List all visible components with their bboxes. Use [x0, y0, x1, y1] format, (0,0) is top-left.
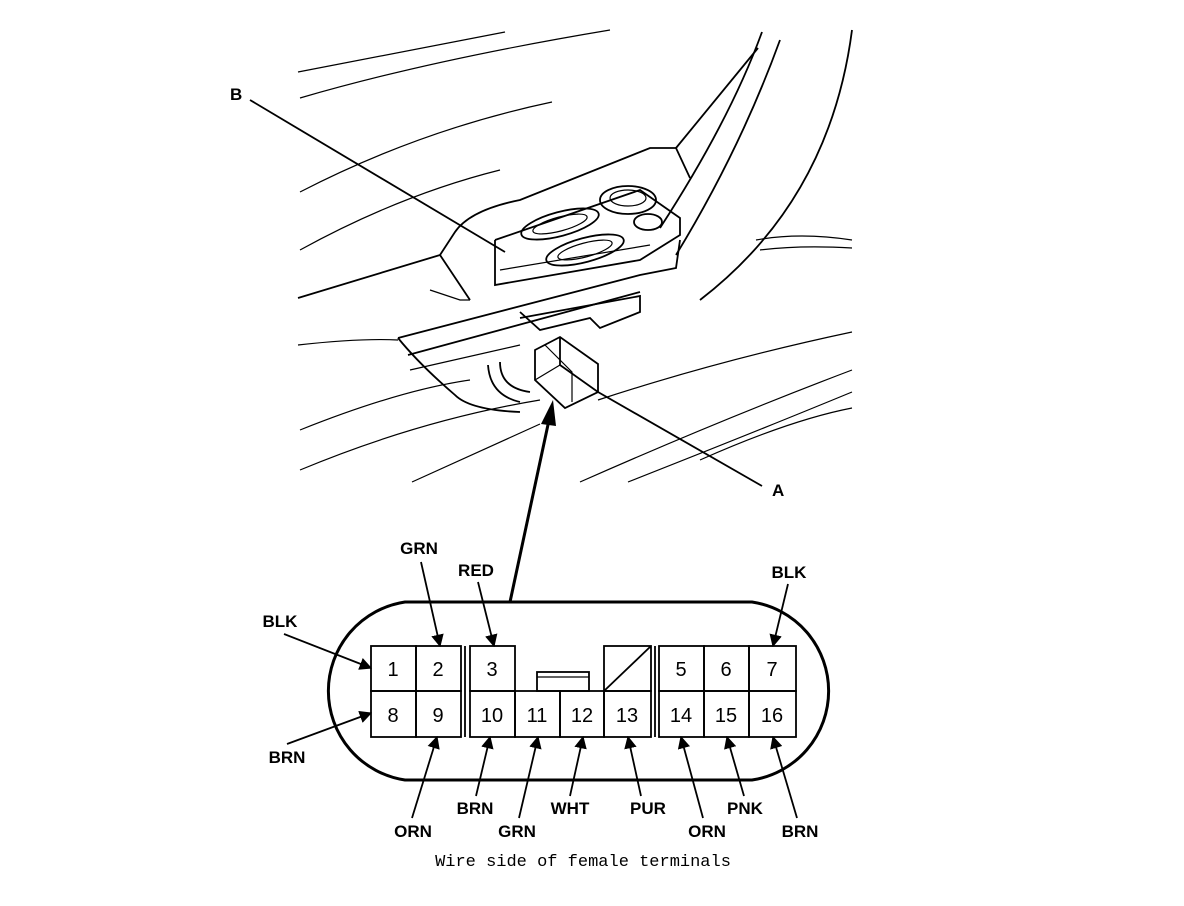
- wire-label-blk-pin7: BLK: [772, 563, 808, 582]
- pin-6: 6: [720, 659, 731, 681]
- pin-2: 2: [432, 659, 443, 681]
- console-illustration: [297, 29, 853, 483]
- wire-leaders: [283, 561, 798, 819]
- view-arrow: [508, 400, 556, 603]
- pin-3: 3: [486, 659, 497, 681]
- wire-label-orn-pin9: ORN: [394, 822, 432, 841]
- pin-numbers: 1 2 3 5 6 7 8 9 10 11 12 13 14 15 16: [387, 659, 783, 727]
- pin-12: 12: [571, 705, 593, 727]
- pin-13: 13: [616, 705, 638, 727]
- callout-a: A: [772, 481, 784, 500]
- wire-label-red-pin3: RED: [458, 561, 494, 580]
- wire-label-brn-pin16: BRN: [782, 822, 819, 841]
- pin-14: 14: [670, 705, 692, 727]
- pin-5: 5: [675, 659, 686, 681]
- pin-16: 16: [761, 705, 783, 727]
- wire-label-brn-pin8: BRN: [269, 748, 306, 767]
- wire-label-brn-pin10: BRN: [457, 799, 494, 818]
- callout-leaders: [249, 99, 763, 487]
- wire-label-pnk-pin15: PNK: [727, 799, 764, 818]
- wire-label-blk-pin1: BLK: [263, 612, 299, 631]
- caption: Wire side of female terminals: [435, 853, 731, 872]
- pin-1: 1: [387, 659, 398, 681]
- pin-10: 10: [481, 705, 503, 727]
- callout-b: B: [230, 85, 242, 104]
- pin-15: 15: [715, 705, 737, 727]
- pin-11: 11: [527, 705, 548, 727]
- wire-labels: GRN RED BLK BLK BRN ORN BRN GRN WHT PUR …: [263, 539, 819, 841]
- wire-label-grn-pin11: GRN: [498, 822, 536, 841]
- wire-label-grn-pin2: GRN: [400, 539, 438, 558]
- pin-9: 9: [432, 705, 443, 727]
- wire-label-orn-pin14: ORN: [688, 822, 726, 841]
- wire-label-wht-pin12: WHT: [551, 799, 590, 818]
- pin-8: 8: [387, 705, 398, 727]
- pin-7: 7: [766, 659, 777, 681]
- wire-label-pur-pin13: PUR: [630, 799, 666, 818]
